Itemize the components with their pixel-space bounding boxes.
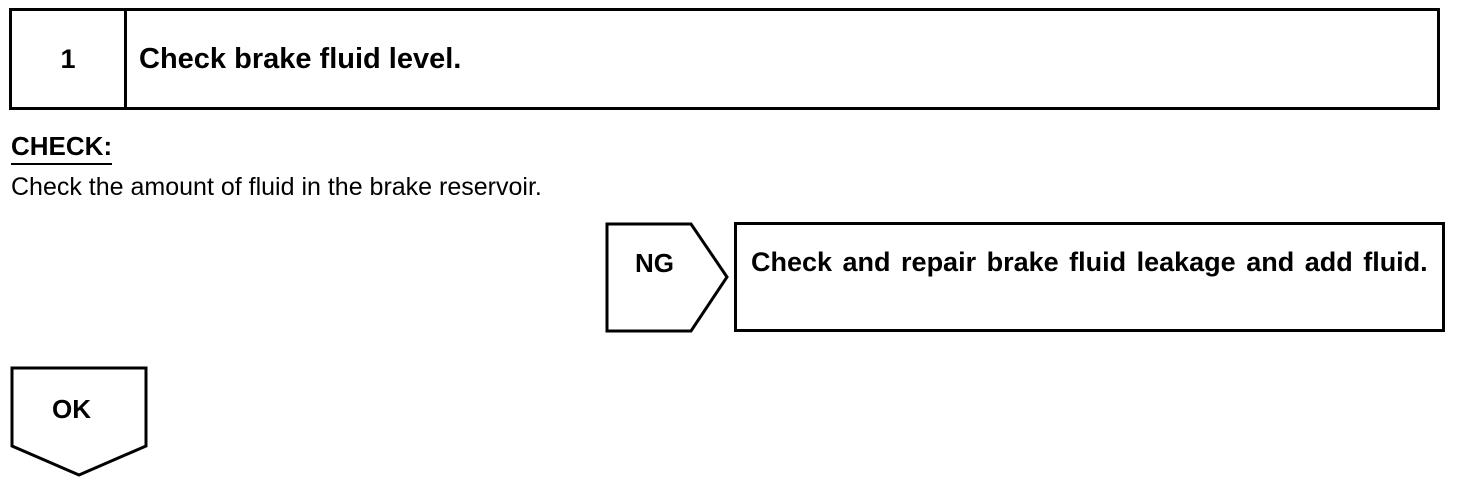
- step-header: 1 Check brake fluid level.: [9, 8, 1440, 110]
- ok-label: OK: [52, 394, 91, 424]
- check-heading: CHECK:: [11, 130, 113, 165]
- ng-branch: NG: [605, 222, 730, 333]
- check-instruction: Check the amount of fluid in the brake r…: [11, 173, 542, 201]
- step-number: 1: [12, 11, 127, 107]
- ng-arrow-shape: [605, 222, 729, 333]
- ng-label: NG: [635, 248, 674, 278]
- step-title: Check brake fluid level.: [139, 42, 462, 75]
- ok-arrow-shape: [10, 366, 148, 477]
- ok-branch: OK: [10, 366, 150, 478]
- ng-result-box: Check and repair brake fluid leakage and…: [734, 222, 1445, 332]
